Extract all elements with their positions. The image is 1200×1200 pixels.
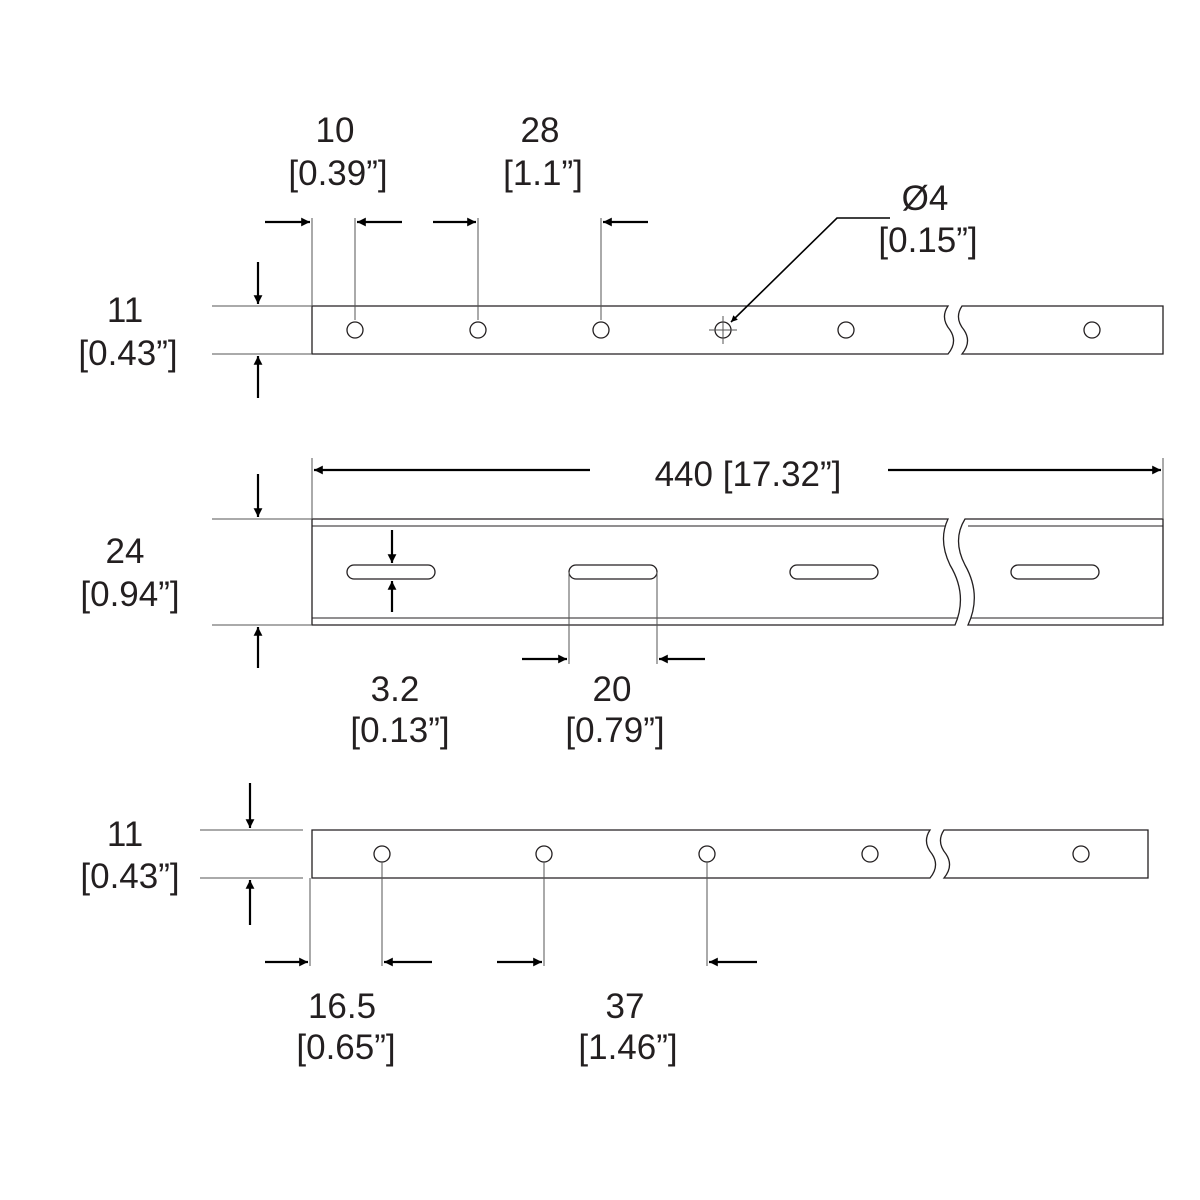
top-strip [311,305,1164,355]
hole-diameter-callout: Ø4 [0.15”] [730,179,978,323]
dimension-inch: [0.43”] [78,334,177,373]
bottom-edge-offset-dimension: 16.5 [0.65”] [265,862,432,1067]
dimension-inch: [0.94”] [80,575,179,614]
dimension-inch: [0.15”] [878,221,977,260]
slot-length-dimension: 20 [0.79”] [522,572,705,750]
dimension-inch: [0.43”] [80,857,179,896]
center-mark-icon [709,316,737,344]
dimension-value: 20 [593,670,632,709]
top-height-dimension: 11 [0.43”] [78,262,312,398]
dimension-inch: [0.65”] [296,1028,395,1067]
bottom-height-dimension: 11 [0.43”] [80,783,303,925]
dimension-inch: [0.13”] [350,711,449,750]
dimension-label: 440 [17.32”] [655,455,842,494]
slot [346,564,1100,580]
middle-strip [311,518,1164,626]
hole [373,845,1090,863]
dimension-value: Ø4 [902,179,949,218]
dimension-value: 28 [521,111,560,150]
bottom-pitch-dimension: 37 [1.46”] [497,862,757,1067]
top-pitch-dimension: 28 [1.1”] [433,111,648,320]
top-edge-offset-dimension: 10 [0.39”] [265,111,402,320]
bottom-strip [311,829,1149,879]
dimension-inch: [0.39”] [288,154,387,193]
dimension-value: 16.5 [308,987,376,1026]
dimension-value: 11 [107,291,143,330]
dimension-value: 24 [106,532,145,571]
slot-width-dimension: 3.2 [0.13”] [350,530,450,750]
dimension-value: 11 [107,815,143,854]
middle-height-dimension: 24 [0.94”] [80,474,312,668]
dimension-value: 3.2 [371,670,420,709]
length-dimension: 440 [17.32”] [311,455,1164,519]
dimension-value: 10 [316,111,355,150]
dimension-inch: [1.46”] [578,1028,677,1067]
dimension-inch: [1.1”] [503,154,583,193]
dimension-inch: [0.79”] [565,711,664,750]
dimension-value: 37 [606,987,645,1026]
